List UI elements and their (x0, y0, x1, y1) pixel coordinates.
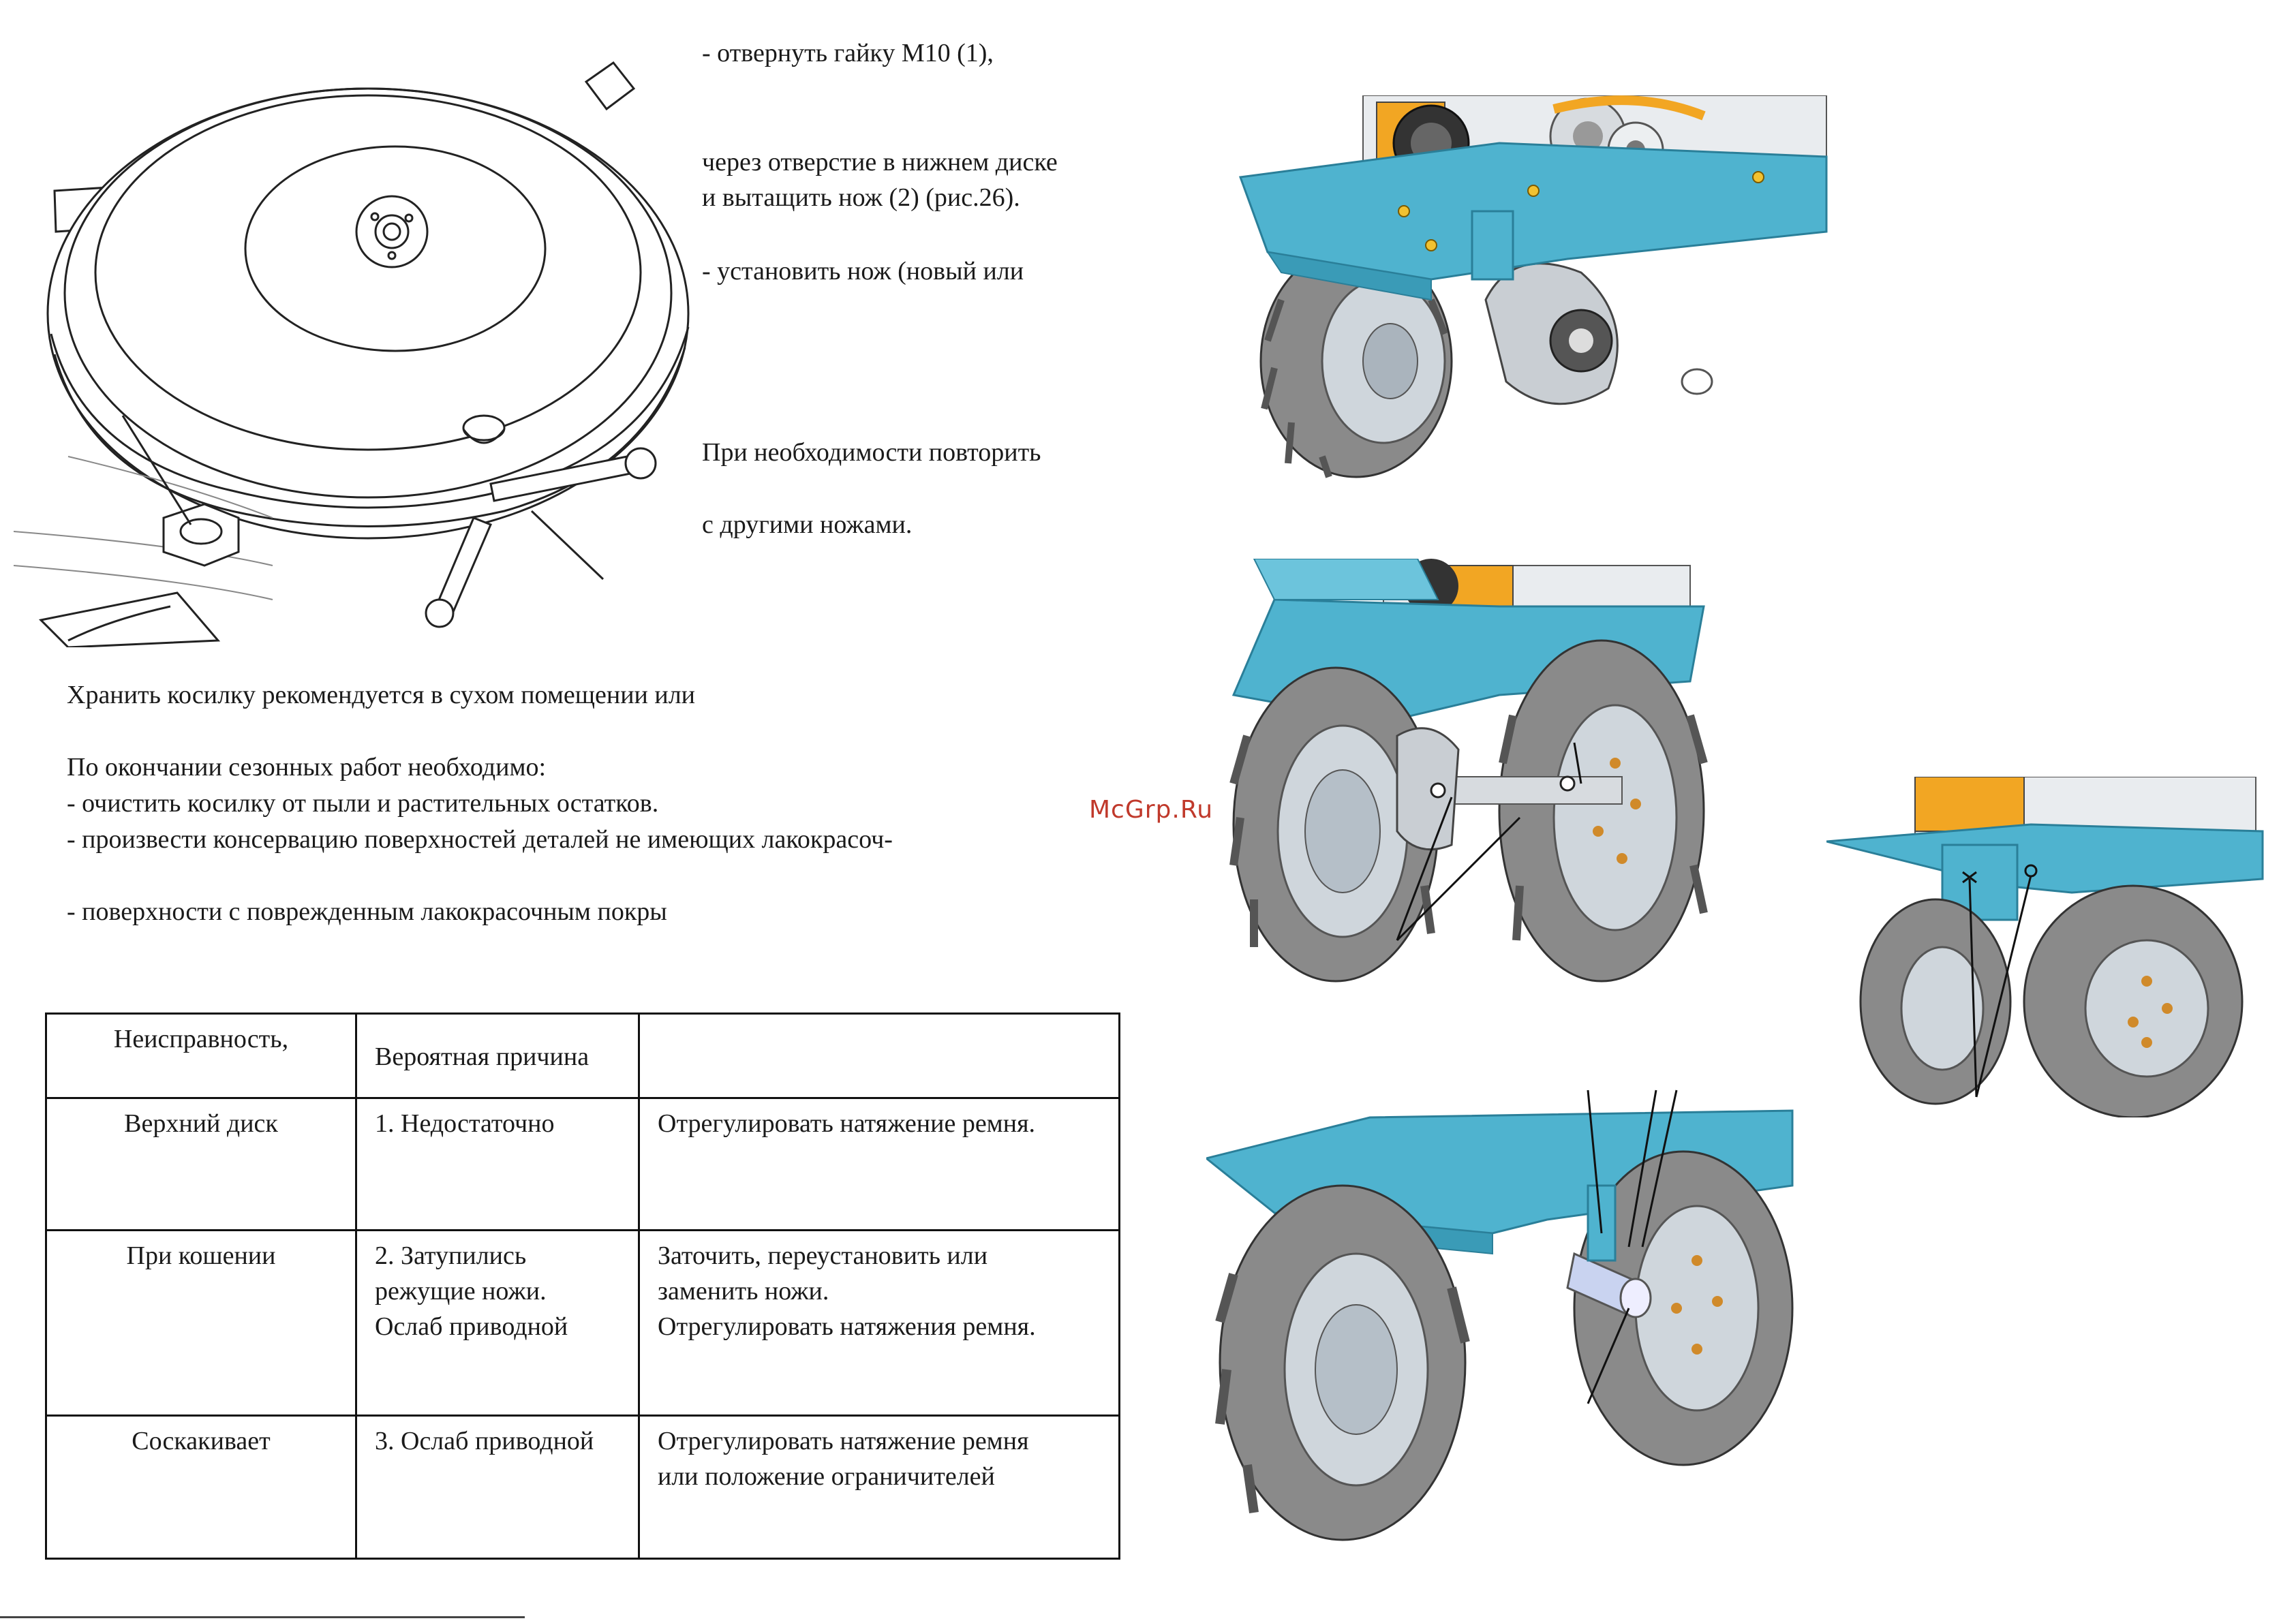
footer-rule (0, 1616, 525, 1618)
instruction-line-4: - установить нож (новый или (702, 257, 1024, 285)
row2-remedy-line-3: Отрегулировать натяжения ремня. (658, 1312, 1036, 1341)
table-header-row: Неисправность, Вероятная причина (45, 1013, 1120, 1099)
instruction-line-6: с другими ножами. (702, 510, 913, 539)
header-cause: Вероятная причина (355, 1013, 640, 1099)
storage-line-5: - поверхности с поврежденным лакокрасочн… (67, 897, 667, 926)
header-fault: Неисправность, (45, 1013, 357, 1099)
row2-cause-line-2: режущие ножи. (375, 1277, 547, 1305)
row1-remedy: Отрегулировать натяжение ремня. (638, 1097, 1120, 1231)
storage-line-3: - очистить косилку от пыли и растительны… (67, 789, 659, 818)
tractor-wheel-illustration-top (1238, 95, 1828, 478)
row2-remedy-line-1: Заточить, переустановить или (658, 1241, 988, 1270)
instruction-line-5: При необходимости повторить (702, 438, 1041, 467)
header-remedy (638, 1013, 1120, 1099)
mower-disc-illustration (14, 61, 690, 647)
table-row: Верхний диск 1. Недостаточно Отрегулиров… (45, 1097, 1120, 1231)
header-cause-text: Вероятная причина (375, 1042, 590, 1071)
storage-line-2: По окончании сезонных работ необходимо: (67, 753, 547, 782)
row3-fault: Соскакивает (45, 1415, 357, 1560)
instruction-line-2: через отверстие в нижнем диске (702, 148, 1058, 176)
row2-fault: При кошении (45, 1229, 357, 1417)
storage-line-1: Хранить косилку рекомендуется в сухом по… (67, 681, 696, 709)
instruction-line-3: и вытащить нож (2) (рис.26). (702, 183, 1020, 212)
tractor-wheel-illustration-bottom (1206, 1089, 1794, 1541)
row1-cause-line: 1. Недостаточно (375, 1109, 555, 1138)
row2-cause-line-3: Ослаб приводной (375, 1312, 568, 1341)
row3-cause: 3. Ослаб приводной (355, 1415, 640, 1560)
row3-remedy-line-1: Отрегулировать натяжение ремня (658, 1427, 1029, 1455)
row2-cause-line-1: 2. Затупились (375, 1241, 527, 1270)
table-row: При кошении 2. Затупились режущие ножи. … (45, 1229, 1120, 1417)
row1-fault: Верхний диск (45, 1097, 357, 1231)
watermark: McGrp.Ru (1089, 796, 1214, 824)
row3-remedy-line-2: или положение ограничителей (658, 1462, 995, 1491)
storage-line-4: - произвести консервацию поверхностей де… (67, 825, 893, 854)
row2-remedy-line-2: заменить ножи. (658, 1277, 829, 1305)
row3-remedy: Отрегулировать натяжение ремня или полож… (638, 1415, 1120, 1560)
table-row: Соскакивает 3. Ослаб приводной Отрегулир… (45, 1415, 1120, 1560)
row3-cause-line: 3. Ослаб приводной (375, 1427, 594, 1455)
fault-table: Неисправность, Вероятная причина Верхний… (45, 1013, 1120, 1560)
row1-cause: 1. Недостаточно (355, 1097, 640, 1231)
row2-cause: 2. Затупились режущие ножи. Ослаб привод… (355, 1229, 640, 1417)
tractor-wheel-illustration-right (1826, 777, 2264, 1117)
instruction-line-1: - отвернуть гайку М10 (1), (702, 39, 994, 67)
tractor-wheel-illustration-middle (1229, 559, 1708, 983)
row1-remedy-line: Отрегулировать натяжение ремня. (658, 1109, 1036, 1138)
row2-remedy: Заточить, переустановить или заменить но… (638, 1229, 1120, 1417)
